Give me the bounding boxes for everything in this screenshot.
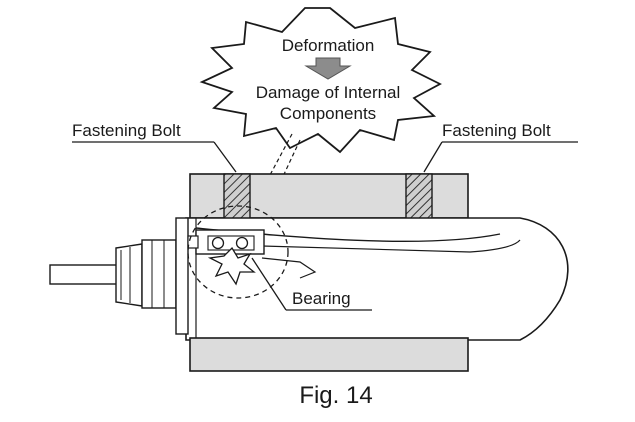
connector-flange [141,239,177,309]
callout-damage: Damage of Internal [256,83,401,102]
label-bearing: Bearing [292,289,351,308]
bearing-retainer [187,235,199,249]
callout-components: Components [280,104,376,123]
shaft-body-line-2 [261,257,317,279]
figure-caption: Fig. 14 [299,382,372,409]
damage-burst-icon [207,246,256,286]
motor-body [185,217,569,341]
starburst-callout [199,7,442,154]
leader-line-right [423,141,443,173]
arrow-down-icon [304,57,352,80]
bottom-plate [189,337,469,372]
damage-highlight-circle [187,205,289,299]
connector-nut [115,243,143,307]
bearing-ball-2 [235,236,249,250]
shaft-body-line [261,239,521,253]
label-fastening-bolt-right: Fastening Bolt [442,121,551,140]
label-fastening-bolt-left: Fastening Bolt [72,121,181,140]
leader-line-left [213,141,237,173]
fastening-bolt-left [223,173,251,221]
fastening-bolt-right [405,173,433,221]
leader-line-bearing [251,257,287,311]
bearing-ball-1 [211,236,225,250]
callout-deformation: Deformation [282,36,375,55]
end-plate [175,217,189,335]
output-shaft [49,264,127,285]
